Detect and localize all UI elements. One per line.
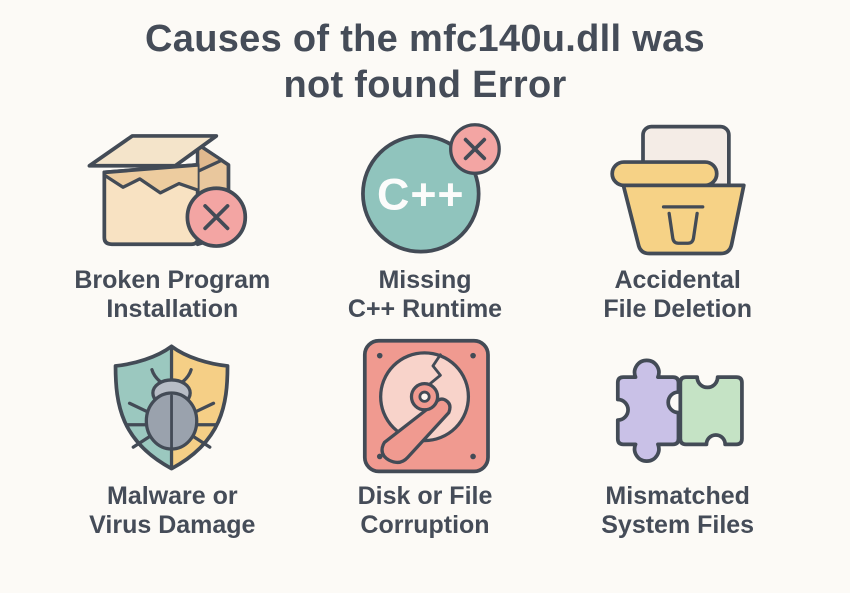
- cause-label: Missing C++ Runtime: [347, 265, 503, 324]
- cause-label: Broken Program Installation: [74, 265, 271, 324]
- cpp-circle-missing-icon: C++: [330, 121, 520, 261]
- causes-grid: Broken Program Installation C++ Missing …: [0, 121, 850, 541]
- broken-box-error-icon: [77, 121, 267, 261]
- folder-trash-icon: [583, 121, 773, 261]
- cpp-icon-text: C++: [377, 169, 464, 219]
- cause-accidental-file-deletion: Accidental File Deletion: [551, 121, 804, 325]
- shield-bug-icon: [77, 337, 267, 477]
- title-line-1: Causes of the mfc140u.dll was: [145, 18, 705, 60]
- cause-missing-cpp-runtime: C++ Missing C++ Runtime: [299, 121, 552, 325]
- cracked-hard-disk-icon: [330, 337, 520, 477]
- cause-label: Disk or File Corruption: [357, 481, 493, 540]
- cause-mismatched-system-files: Mismatched System Files: [551, 337, 804, 541]
- title-line-2: not found Error: [283, 64, 567, 107]
- cause-disk-file-corruption: Disk or File Corruption: [299, 337, 552, 541]
- mismatched-puzzle-icon: [583, 337, 773, 477]
- page-title: Causes of the mfc140u.dll was not found …: [0, 16, 850, 109]
- cause-label: Mismatched System Files: [601, 481, 755, 540]
- cause-label: Malware or Virus Damage: [89, 481, 256, 540]
- cause-broken-program-installation: Broken Program Installation: [46, 121, 299, 325]
- cause-malware-virus-damage: Malware or Virus Damage: [46, 337, 299, 541]
- cause-label: Accidental File Deletion: [603, 265, 752, 324]
